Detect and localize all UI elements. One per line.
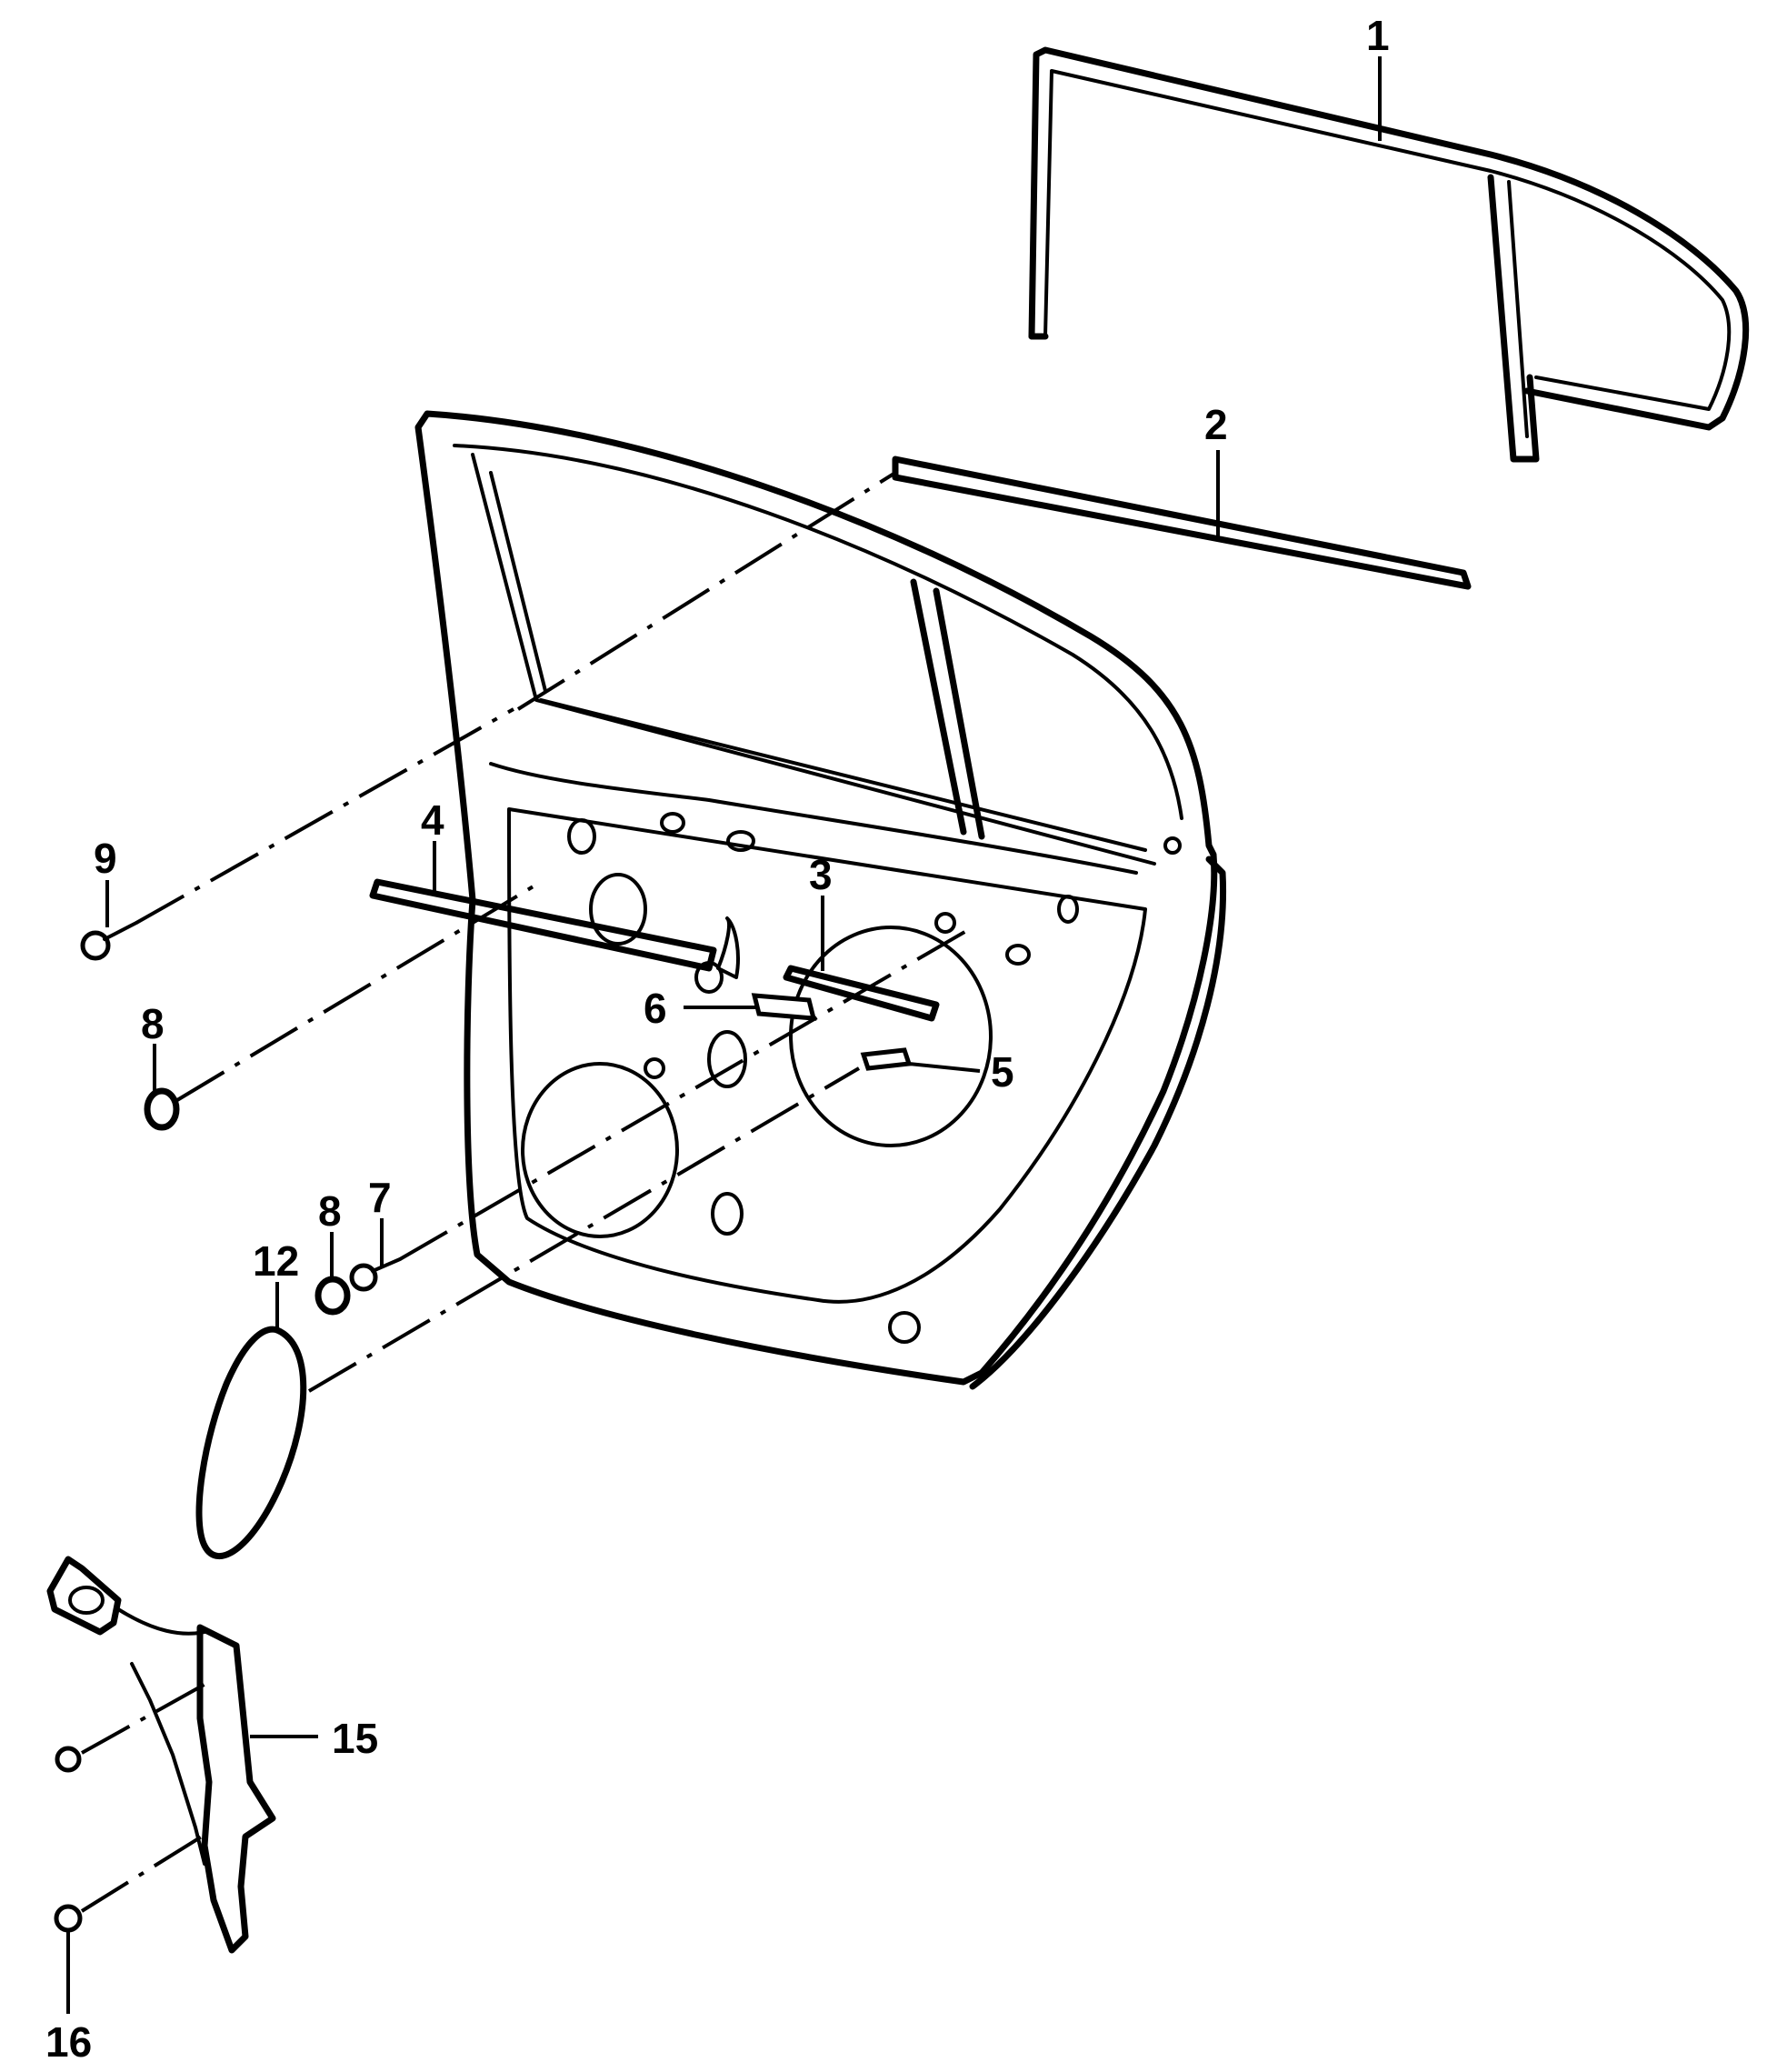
part-5-clip (860, 1047, 913, 1071)
callout-3: 3 (809, 851, 833, 898)
part-8-grommet-a (144, 1087, 180, 1131)
callout-labels: 1 2 3 4 5 6 7 8 8 9 12 15 16 (45, 12, 1390, 2066)
part-9-bolt (80, 921, 138, 961)
callout-4: 4 (421, 796, 444, 844)
callout-6: 6 (644, 985, 667, 1032)
callout-5: 5 (991, 1048, 1014, 1096)
callout-7: 7 (368, 1174, 392, 1221)
part-6-clip (751, 993, 817, 1021)
part-1-glass-run-channel (1028, 46, 1750, 463)
callout-8-upper: 8 (141, 1000, 165, 1047)
callout-9: 9 (94, 835, 117, 882)
part-4-inner-belt-strip (369, 878, 740, 979)
part-7-bolt (349, 1257, 402, 1292)
part-15-window-regulator (46, 1556, 276, 1954)
callout-8-lower: 8 (318, 1187, 342, 1235)
callout-2: 2 (1204, 401, 1228, 448)
callout-12: 12 (253, 1237, 299, 1285)
part-12-access-cover (195, 1326, 307, 1559)
part-2-belt-weatherstrip (892, 455, 1472, 590)
part-16-nut-lower (54, 1904, 83, 1933)
part-8-grommet-b (314, 1276, 351, 1316)
callout-1: 1 (1366, 12, 1390, 59)
leader-lines (66, 56, 1382, 2014)
door-shell (414, 410, 1227, 1390)
assembly-lines (80, 471, 974, 1913)
callout-16: 16 (45, 2018, 92, 2066)
part-16-nut-upper (55, 1746, 82, 1773)
part-3-inner-belt-strip (783, 965, 940, 1022)
callout-15: 15 (332, 1715, 378, 1762)
